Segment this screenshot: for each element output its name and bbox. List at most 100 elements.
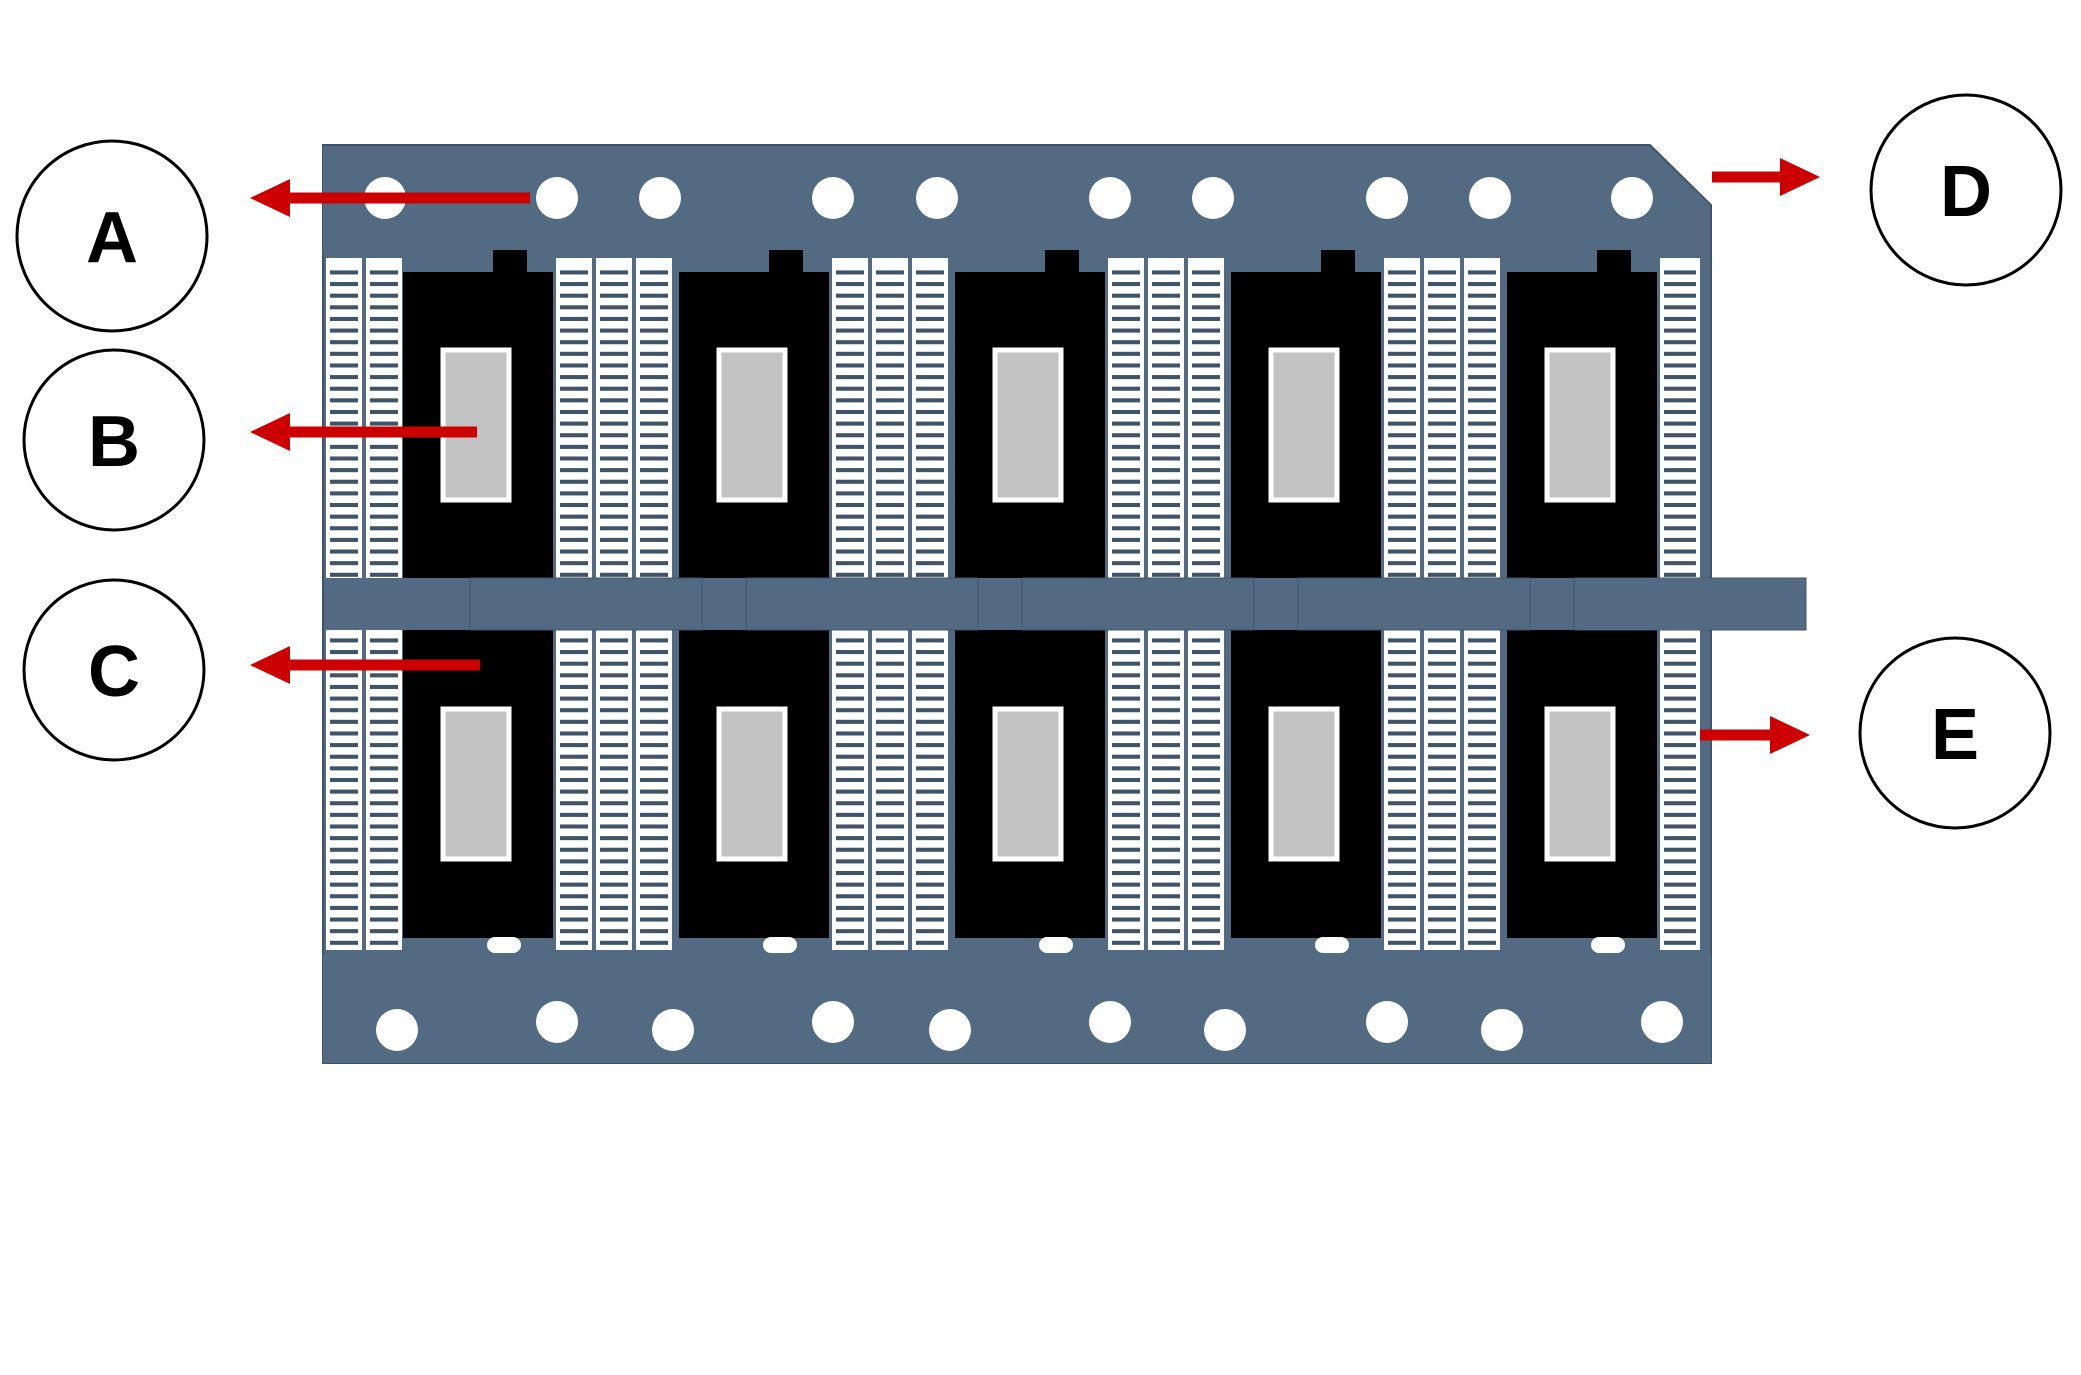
- lead-gap: [836, 673, 864, 678]
- lead-gap: [1428, 859, 1456, 864]
- lead-gap: [1112, 305, 1140, 310]
- lead-gap: [1664, 731, 1696, 736]
- lead-gap: [1112, 491, 1140, 496]
- lead-gap: [836, 696, 864, 701]
- lead-gap: [560, 479, 588, 484]
- lead-gap: [1388, 638, 1416, 643]
- lead-gap: [1192, 696, 1220, 701]
- lead-gap: [876, 870, 904, 876]
- lead-gap: [1664, 421, 1696, 426]
- lead-gap: [1112, 684, 1140, 689]
- lead-gap: [1388, 684, 1416, 689]
- sprocket-hole-bottom: [536, 1001, 578, 1043]
- lead-comb-top-5: [636, 258, 672, 582]
- lead-gap: [370, 940, 398, 945]
- callout-e: E: [1700, 636, 2052, 830]
- lead-gap: [1468, 328, 1496, 333]
- lead-gap: [370, 340, 398, 345]
- lead-comb-bottom-1: [326, 626, 362, 950]
- tie-bar-segment: [1021, 577, 1255, 631]
- lead-gap: [1112, 824, 1140, 829]
- lead-gap: [1388, 859, 1416, 864]
- callout-b: B: [22, 348, 477, 532]
- lead-gap: [370, 766, 398, 771]
- callout-e-arrowhead: [1770, 716, 1810, 754]
- lead-gap: [1468, 375, 1496, 380]
- lead-gap: [1192, 456, 1220, 461]
- lead-gap: [836, 305, 864, 310]
- lead-gap: [1664, 812, 1696, 817]
- lead-gap: [1112, 929, 1140, 934]
- lead-gap: [1428, 719, 1456, 724]
- lead-gap: [330, 859, 358, 864]
- lead-gap: [600, 409, 628, 415]
- lead-gap: [370, 870, 398, 876]
- package-bottom-3: [955, 630, 1105, 938]
- lead-gap: [1664, 789, 1696, 794]
- lead-gap: [330, 293, 358, 298]
- lead-comb-top-9: [1108, 258, 1144, 582]
- lead-gap: [1112, 456, 1140, 461]
- callout-d: D: [1712, 93, 2063, 287]
- lead-gap: [1192, 801, 1220, 806]
- lead-gap: [836, 514, 864, 519]
- lead-gap: [1428, 754, 1456, 759]
- lead-gap: [560, 638, 588, 643]
- lead-gap: [1112, 421, 1140, 426]
- top-rail-corner: [1612, 147, 1710, 253]
- lead-gap: [1468, 537, 1496, 542]
- lead-gap: [876, 766, 904, 771]
- lead-gap: [1664, 526, 1696, 531]
- tie-bar-segment: [469, 577, 703, 631]
- lead-gap: [876, 526, 904, 531]
- lead-gap: [1428, 836, 1456, 841]
- lead-gap: [1152, 305, 1180, 310]
- lead-gap: [1112, 340, 1140, 345]
- lead-gap: [876, 894, 904, 899]
- rail-tab-bottom: [1315, 937, 1349, 953]
- lead-gap: [1468, 421, 1496, 426]
- lead-gap: [836, 882, 864, 887]
- lead-gap: [560, 824, 588, 829]
- lead-gap: [560, 398, 588, 403]
- lead-gap: [1388, 917, 1416, 922]
- lead-gap: [600, 708, 628, 713]
- lead-gap: [1388, 386, 1416, 391]
- lead-gap: [836, 789, 864, 794]
- lead-gap: [370, 293, 398, 298]
- lead-gap: [1664, 305, 1696, 310]
- lead-gap: [1152, 433, 1180, 438]
- lead-gap: [916, 549, 944, 554]
- lead-gap: [1112, 894, 1140, 899]
- lead-gap: [560, 537, 588, 542]
- lead-gap: [876, 409, 904, 415]
- lead-gap: [836, 638, 864, 643]
- lead-gap: [1112, 398, 1140, 403]
- lead-gap: [1468, 502, 1496, 508]
- lead-gap: [1428, 661, 1456, 666]
- lead-gap: [916, 468, 944, 473]
- rail-tab: [1045, 250, 1079, 272]
- lead-gap: [1112, 502, 1140, 508]
- lead-gap: [916, 386, 944, 391]
- lead-gap: [330, 940, 358, 945]
- lead-gap: [836, 708, 864, 713]
- sprocket-hole-top: [1192, 177, 1234, 219]
- lead-gap: [1468, 789, 1496, 794]
- sprocket-hole-bottom: [1089, 1001, 1131, 1043]
- lead-gap: [640, 661, 668, 666]
- lead-gap: [600, 502, 628, 508]
- lead-gap: [370, 526, 398, 531]
- lead-gap: [1664, 363, 1696, 368]
- sprocket-hole-top: [639, 177, 681, 219]
- sprocket-hole-bottom: [652, 1009, 694, 1051]
- lead-gap: [560, 456, 588, 461]
- rail-tab: [1597, 250, 1631, 272]
- lead-gap: [876, 847, 904, 852]
- lead-gap: [600, 340, 628, 345]
- sprocket-hole-top: [1089, 177, 1131, 219]
- package-top-5: [1507, 272, 1657, 578]
- lead-gap: [1468, 650, 1496, 655]
- lead-comb-top-10: [1148, 258, 1184, 582]
- lead-gap: [876, 824, 904, 829]
